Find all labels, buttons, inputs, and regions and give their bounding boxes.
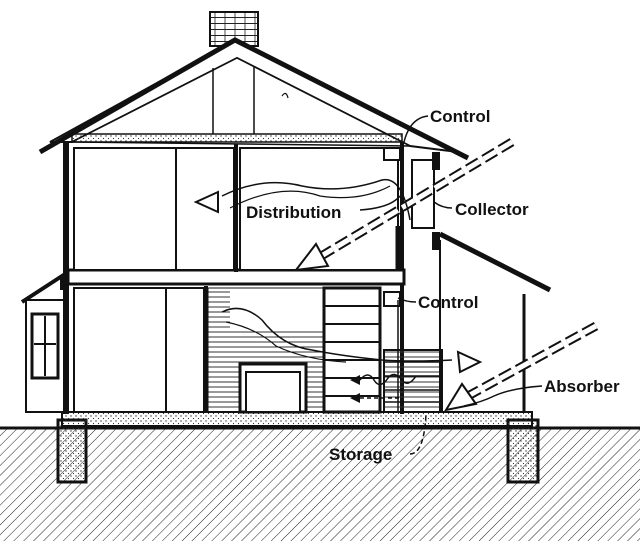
main-roof — [38, 37, 470, 161]
foundation-footings — [56, 418, 540, 484]
ground — [0, 426, 640, 541]
solar-ray-lower — [443, 322, 599, 412]
label-collector: Collector — [455, 200, 529, 219]
floor-slab — [61, 411, 533, 427]
sunspace-collector — [383, 147, 552, 412]
leader-lines — [359, 115, 543, 455]
label-control-top: Control — [430, 107, 490, 126]
house-frame — [63, 142, 406, 414]
label-control-mid: Control — [418, 293, 478, 312]
solar-ray-upper — [293, 138, 515, 272]
label-distribution: Distribution — [246, 203, 341, 222]
label-storage: Storage — [329, 445, 392, 464]
distribution-airflow — [193, 179, 483, 374]
label-absorber: Absorber — [544, 377, 620, 396]
side-annex — [20, 272, 65, 413]
